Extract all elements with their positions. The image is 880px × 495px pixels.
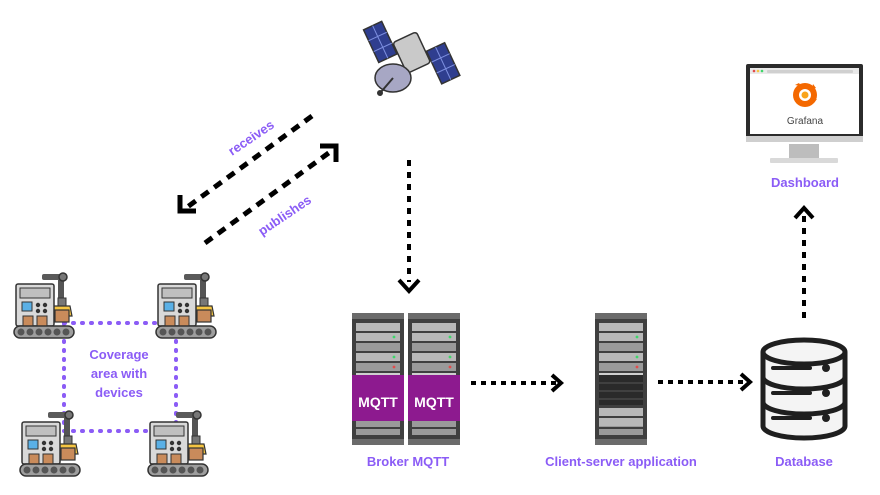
factory-device-icon: [19, 410, 81, 477]
broker-label: Broker MQTT: [367, 454, 449, 469]
coverage-area-boundary: [62, 321, 178, 433]
grafana-logo-icon: [793, 83, 817, 107]
grafana-label: Grafana: [787, 116, 824, 127]
dashboard-label: Dashboard: [771, 175, 839, 190]
monitor-icon: [746, 64, 863, 163]
database-label: Database: [775, 454, 833, 469]
mqtt-label-left: MQTT: [358, 394, 398, 410]
satellite-icon: [362, 20, 461, 96]
receives-label: receives: [225, 117, 277, 159]
coverage-label-line3: devices: [95, 385, 143, 400]
client-server-label: Client-server application: [545, 454, 697, 469]
publishes-arrow: [203, 143, 339, 246]
broker-server-right: MQTT: [408, 313, 460, 445]
receives-arrow: [177, 113, 314, 214]
factory-device-icon: [147, 410, 209, 477]
factory-device-icon: [155, 272, 217, 339]
coverage-label-line1: Coverage: [89, 347, 148, 362]
client-to-database-arrow: [658, 372, 754, 392]
database-to-dashboard-arrow: [793, 205, 815, 318]
client-server-rack-icon: [595, 313, 647, 445]
mqtt-label-right: MQTT: [414, 394, 454, 410]
coverage-label-line2: area with: [91, 366, 147, 381]
factory-device-icon: [13, 272, 75, 339]
database-icon: [760, 337, 848, 441]
broker-server-left: MQTT: [352, 313, 404, 445]
satellite-to-broker-arrow: [397, 160, 421, 294]
publishes-label: publishes: [255, 192, 314, 238]
broker-to-client-arrow: [471, 373, 565, 393]
